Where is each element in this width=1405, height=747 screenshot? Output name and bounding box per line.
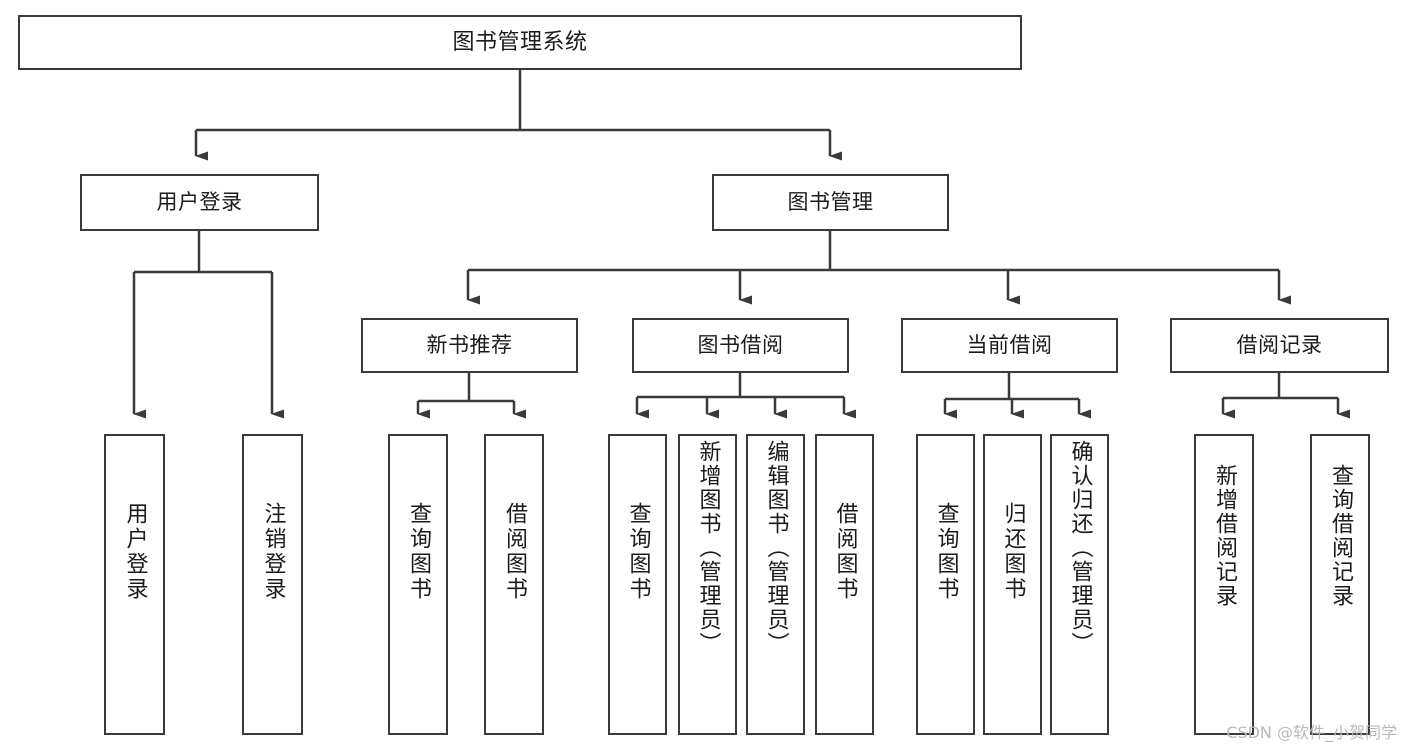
node-book-borrow[interactable]: 图书借阅: [632, 318, 849, 373]
leaf-query-book-1-label: 查询图书: [406, 502, 431, 602]
leaf-borrow-book-1[interactable]: 借阅图书: [484, 434, 544, 735]
leaf-borrow-book-1-label: 借阅图书: [502, 502, 527, 602]
leaf-add-book[interactable]: 新增图书（管理员）: [678, 434, 737, 735]
node-root-label: 图书管理系统: [452, 29, 588, 55]
leaf-add-record-label: 新增借阅记录: [1212, 464, 1237, 608]
leaf-confirm-return-label: 确认归还（管理员）: [1067, 440, 1093, 656]
leaf-add-book-label: 新增图书（管理员）: [695, 440, 721, 656]
leaf-logout-label: 注销登录: [260, 502, 286, 602]
node-user-login[interactable]: 用户登录: [80, 174, 319, 231]
node-user-login-label: 用户登录: [156, 190, 243, 215]
node-current-borrow-label: 当前借阅: [966, 333, 1053, 358]
node-book-manage[interactable]: 图书管理: [712, 174, 949, 231]
leaf-edit-book-label: 编辑图书（管理员）: [763, 440, 789, 656]
leaf-query-record[interactable]: 查询借阅记录: [1310, 434, 1370, 735]
leaf-user-login-label: 用户登录: [122, 502, 148, 602]
node-new-book-rec[interactable]: 新书推荐: [361, 318, 578, 373]
leaf-query-book-3-label: 查询图书: [933, 502, 959, 602]
leaf-edit-book[interactable]: 编辑图书（管理员）: [746, 434, 805, 735]
leaf-query-record-label: 查询借阅记录: [1328, 464, 1353, 608]
leaf-logout[interactable]: 注销登录: [242, 434, 303, 735]
leaf-query-book-1[interactable]: 查询图书: [388, 434, 448, 735]
node-new-book-rec-label: 新书推荐: [426, 333, 513, 358]
leaf-query-book-2-label: 查询图书: [625, 502, 651, 602]
leaf-return-book[interactable]: 归还图书: [983, 434, 1042, 735]
leaf-query-book-2[interactable]: 查询图书: [608, 434, 667, 735]
leaf-borrow-book-2[interactable]: 借阅图书: [815, 434, 874, 735]
csdn-watermark: CSDN @软件_小贺同学: [1226, 723, 1397, 742]
node-book-borrow-label: 图书借阅: [697, 333, 784, 358]
node-book-manage-label: 图书管理: [787, 190, 874, 215]
leaf-borrow-book-2-label: 借阅图书: [832, 502, 858, 602]
node-current-borrow[interactable]: 当前借阅: [901, 318, 1118, 373]
leaf-return-book-label: 归还图书: [1000, 502, 1026, 602]
leaf-confirm-return[interactable]: 确认归还（管理员）: [1050, 434, 1109, 735]
leaf-query-book-3[interactable]: 查询图书: [916, 434, 975, 735]
node-borrow-record-label: 借阅记录: [1236, 333, 1323, 358]
leaf-add-record[interactable]: 新增借阅记录: [1194, 434, 1254, 735]
node-root[interactable]: 图书管理系统: [18, 15, 1022, 70]
leaf-user-login[interactable]: 用户登录: [104, 434, 165, 735]
node-borrow-record[interactable]: 借阅记录: [1170, 318, 1389, 373]
